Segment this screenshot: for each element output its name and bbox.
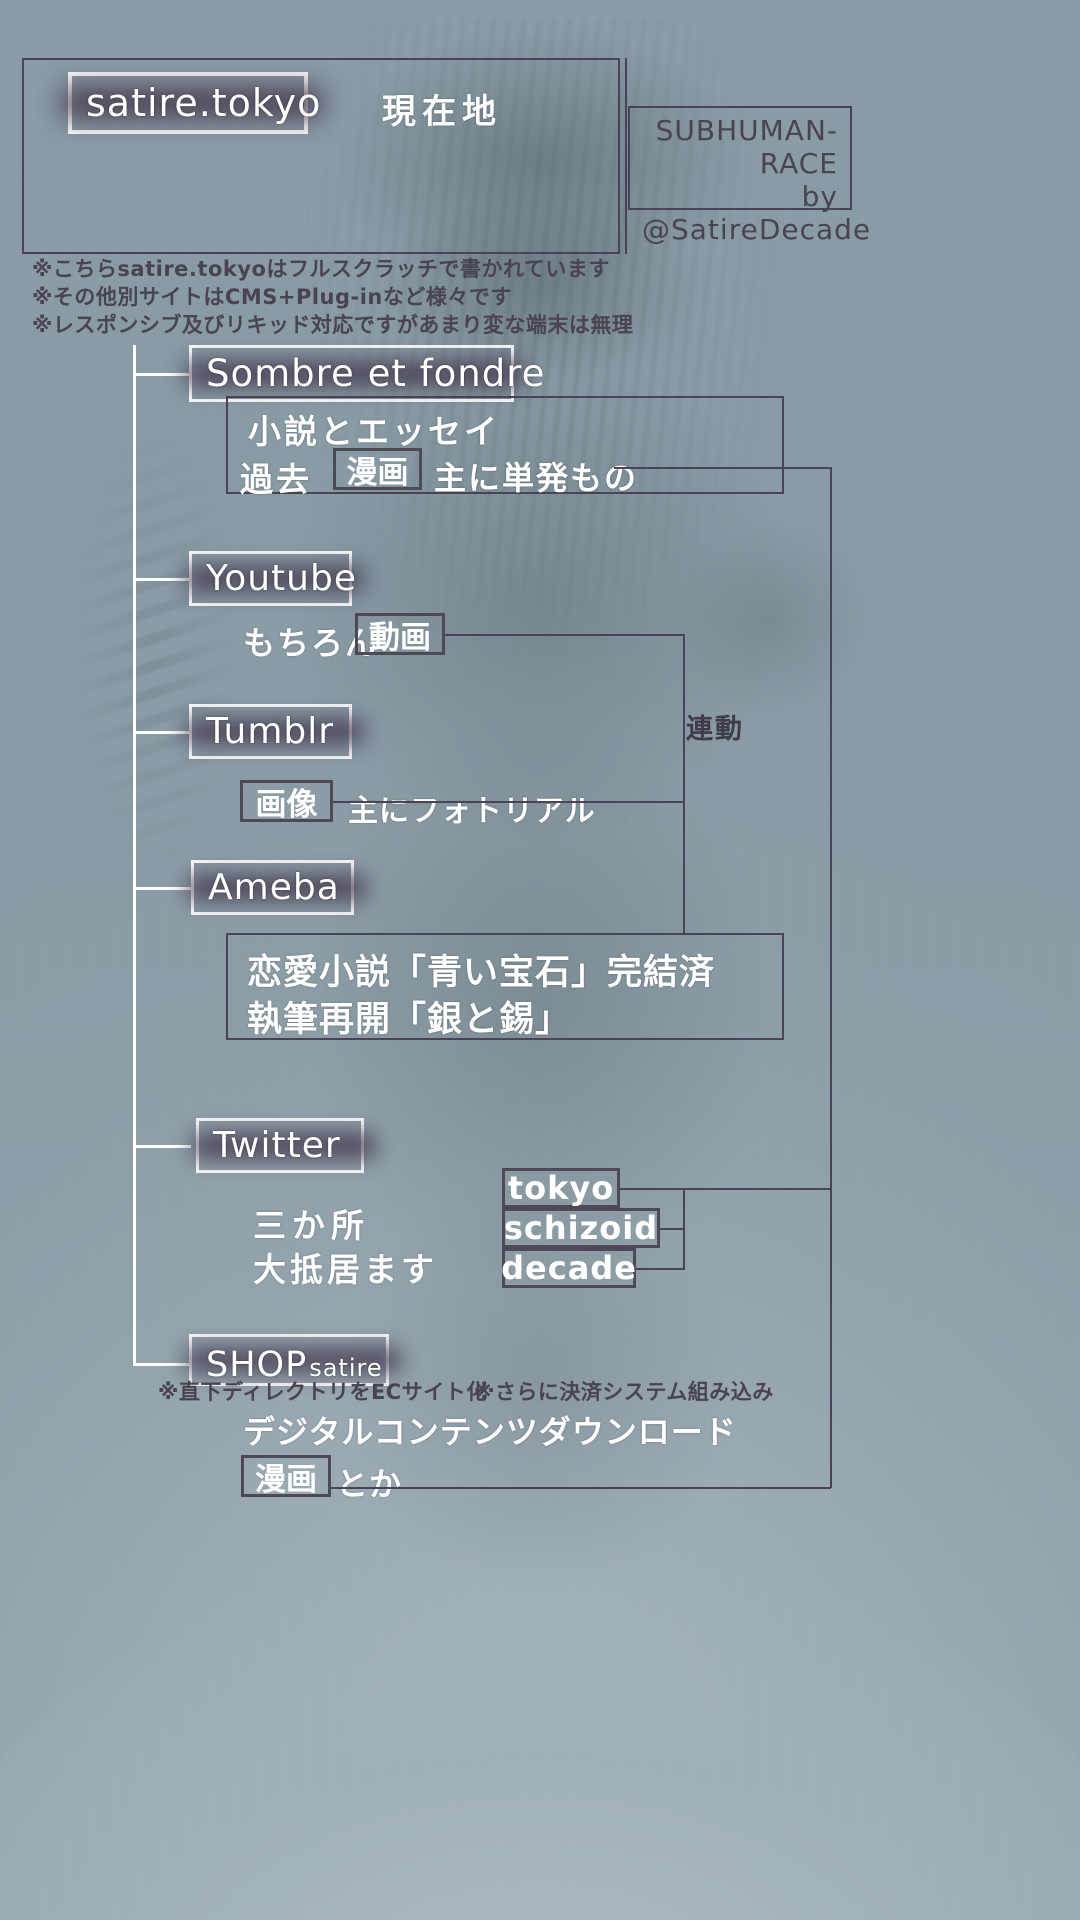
shop-note-2: ※さらに決済システム組み込み <box>474 1380 774 1404</box>
section-tumblr-chip[interactable]: Tumblr <box>186 704 363 759</box>
section-sombre-detail-1: 小説とエッセイ <box>248 412 500 451</box>
credit-line-1: SUBHUMAN-RACE <box>655 114 838 181</box>
section-tumblr-title: Tumblr <box>206 711 335 752</box>
rail-sombre-down <box>830 467 832 1488</box>
section-twitter-glow <box>193 1132 375 1159</box>
section-sombre-keyword[interactable]: 漫画 <box>333 448 422 491</box>
section-ameba-chip[interactable]: Ameba <box>188 860 365 915</box>
section-ameba-line-1: 恋愛小説「青い宝石」完結済 <box>247 953 716 993</box>
shop-detail-line: デジタルコンテンツダウンロード <box>243 1413 737 1451</box>
header-frame <box>22 58 620 254</box>
credit-line-3: @SatireDecade <box>642 213 872 247</box>
shop-keyword[interactable]: 漫画 <box>241 1455 331 1498</box>
twitter-account-tokyo[interactable]: tokyo <box>502 1168 620 1208</box>
connector-tumblr-right <box>333 801 685 803</box>
connector-youtube <box>133 578 191 581</box>
section-twitter-detail-2: 大抵居ます <box>253 1250 438 1289</box>
section-tumblr-detail-suffix: 主にフォトリアル <box>348 794 596 829</box>
connector-account-tokyo <box>620 1188 832 1190</box>
section-ameba-line-2: 執筆再開「銀と錫」 <box>247 1000 572 1040</box>
note-line-3: ※レスポンシブ及びリキッド対応ですがあまり変な端末は無理 <box>32 313 634 337</box>
connector-account-decade <box>636 1268 684 1270</box>
shop-spine-drop <box>133 1340 136 1366</box>
section-sombre-panel <box>226 396 784 494</box>
connector-sombre <box>133 373 191 376</box>
brand-label: satire.tokyo <box>86 81 322 125</box>
connector-ameba <box>133 887 191 890</box>
section-ameba-glow <box>188 874 365 901</box>
section-ameba-title: Ameba <box>208 867 340 908</box>
section-youtube-title: Youtube <box>206 558 357 599</box>
credit-box: SUBHUMAN-RACE by @SatireDecade <box>628 106 870 246</box>
current-location-label: 現在地 <box>382 92 502 132</box>
section-tumblr-keyword[interactable]: 画像 <box>240 780 333 823</box>
background-arm <box>604 499 905 800</box>
rail-accounts <box>683 1188 685 1270</box>
section-twitter-title: Twitter <box>213 1125 341 1166</box>
connector-shop <box>133 1363 191 1366</box>
section-sombre-detail-prefix: 過去 <box>240 460 312 499</box>
section-ameba-panel <box>226 933 784 1040</box>
section-tumblr-glow <box>186 718 363 745</box>
note-line-1: ※こちらsatire.tokyoはフルスクラッチで書かれています <box>32 257 610 281</box>
connector-twitter <box>133 1145 191 1148</box>
section-youtube-glow <box>186 565 363 592</box>
shop-keyword-suffix: とか <box>336 1465 403 1503</box>
section-youtube-chip[interactable]: Youtube <box>186 551 363 606</box>
background-figure <box>160 38 920 1599</box>
shop-note-1: ※直下ディレクトリをECサイト化 <box>158 1380 488 1404</box>
main-spine <box>133 345 136 1360</box>
section-youtube-detail-prefix: もちろん <box>243 624 380 662</box>
section-shop-glow <box>186 1347 400 1373</box>
background-armor <box>64 422 245 943</box>
background-hair <box>280 19 800 920</box>
twitter-account-schizoid[interactable]: schizoid <box>502 1208 660 1248</box>
connector-sombre-right <box>614 467 832 469</box>
note-line-2: ※その他別サイトはCMS+Plug-inなど様々です <box>32 285 512 309</box>
section-sombre-glow <box>186 359 525 388</box>
twitter-account-decade[interactable]: decade <box>501 1248 637 1288</box>
linked-annotation: 連動 <box>686 714 744 745</box>
section-sombre-chip[interactable]: Sombre et fondre <box>186 345 544 402</box>
section-youtube-keyword[interactable]: 動画 <box>355 613 445 656</box>
section-shop-title: SHOP <box>206 1345 308 1385</box>
rail-youtube-down <box>683 634 685 933</box>
section-twitter-chip[interactable]: Twitter <box>193 1118 375 1173</box>
header-separator <box>625 58 627 254</box>
connector-tumblr <box>133 731 191 734</box>
brand-glow <box>62 86 322 120</box>
credit-line-2: by <box>801 180 838 214</box>
section-twitter-detail-1: 三か所 <box>253 1206 370 1245</box>
connector-youtube-right <box>445 634 685 636</box>
section-shop-subtitle: satire <box>309 1354 383 1382</box>
section-sombre-detail-suffix: 主に単発もの <box>434 459 639 497</box>
section-sombre-title: Sombre et fondre <box>206 352 546 395</box>
connector-account-schizoid <box>660 1228 684 1230</box>
brand-chip[interactable]: satire.tokyo <box>62 72 322 134</box>
section-shop-chip[interactable]: SHOP satire <box>186 1334 400 1386</box>
connector-shop-right <box>331 1487 831 1489</box>
